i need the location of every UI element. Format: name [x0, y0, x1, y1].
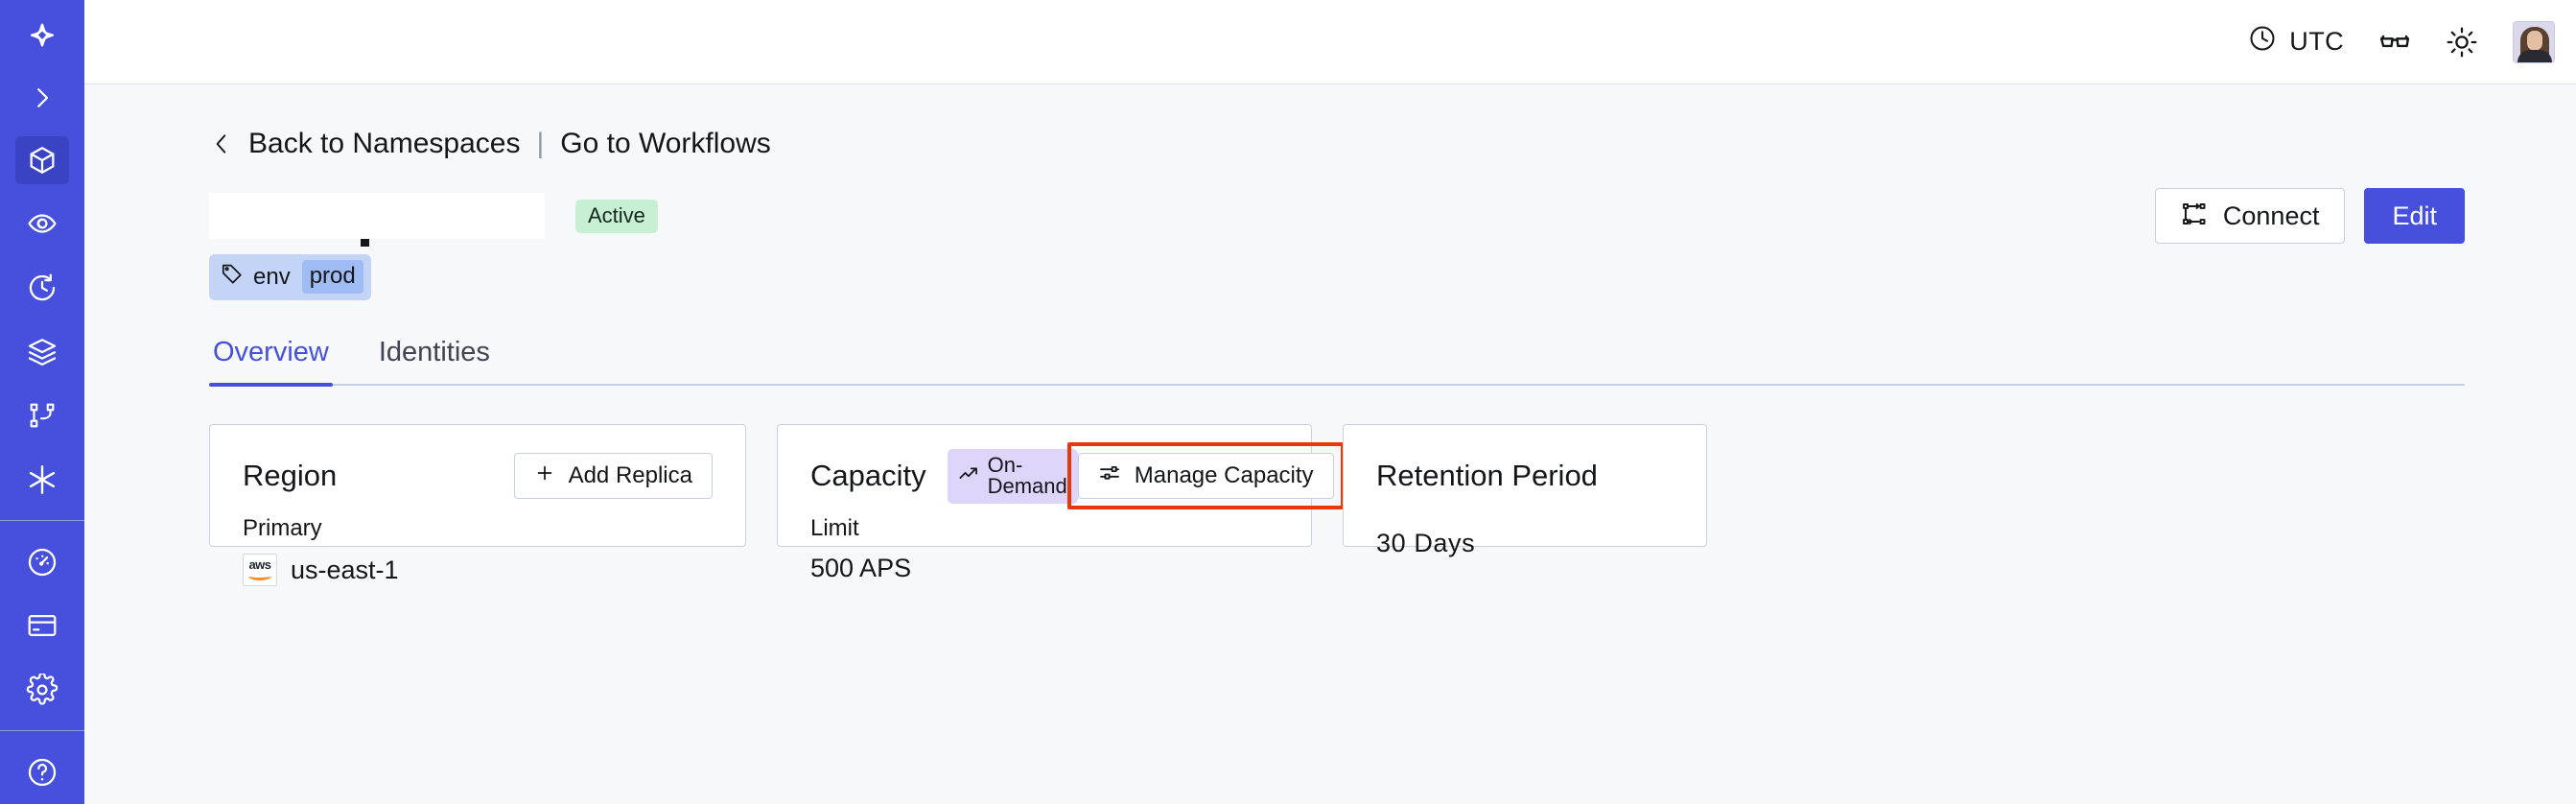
- aws-logo-text: aws: [248, 557, 271, 572]
- breadcrumb: Back to Namespaces | Go to Workflows: [209, 128, 2465, 160]
- capacity-limit-label: Limit: [810, 515, 859, 541]
- add-replica-button[interactable]: Add Replica: [513, 453, 713, 499]
- tag-key: env: [253, 263, 291, 290]
- capacity-card-title: Capacity: [810, 459, 926, 492]
- page-content: Back to Namespaces | Go to Workflows Act…: [84, 84, 2576, 804]
- on-demand-badge: On-Demand: [947, 448, 1078, 504]
- compass-star-icon: [15, 12, 69, 59]
- help-circle-icon: [15, 748, 69, 796]
- tab-bar: Overview Identities: [209, 337, 2465, 387]
- header-actions: Connect Edit: [2154, 188, 2465, 244]
- manage-capacity-label: Manage Capacity: [1134, 462, 1314, 488]
- plus-icon: [534, 462, 555, 490]
- sidebar-item-namespaces[interactable]: [0, 128, 84, 192]
- region-card-title: Region: [243, 459, 338, 492]
- capacity-limit-value: 500 APS: [810, 554, 1278, 583]
- manage-capacity-button[interactable]: Manage Capacity: [1077, 453, 1334, 499]
- sidebar: [0, 0, 84, 804]
- capacity-value-text: 500 APS: [810, 554, 912, 582]
- tag-chip-env[interactable]: env prod: [209, 254, 371, 300]
- capacity-card-actions: Manage Capacity: [1066, 442, 1345, 509]
- trending-up-icon: [958, 463, 979, 488]
- region-primary-value: aws us-east-1: [243, 554, 713, 586]
- tab-identities-label: Identities: [378, 337, 490, 367]
- region-card-actions: Add Replica: [513, 453, 713, 499]
- sidebar-item-usage[interactable]: [0, 530, 84, 594]
- git-branch-icon: [15, 391, 69, 439]
- main-region: UTC: [84, 0, 2576, 804]
- tag-icon: [221, 262, 244, 292]
- aws-logo-swoosh: [248, 572, 271, 580]
- sidebar-item-history[interactable]: [0, 256, 84, 320]
- region-card: Region Add Replica: [209, 424, 746, 586]
- avatar[interactable]: [2513, 20, 2555, 63]
- region-card-header: Region Add Replica: [243, 453, 713, 499]
- sidebar-item-settings[interactable]: [0, 658, 84, 722]
- tab-overview-label: Overview: [213, 337, 329, 367]
- capacity-card-header: Capacity On-Demand: [810, 442, 1345, 509]
- sidebar-divider-1: [0, 520, 84, 522]
- breadcrumb-workflows-link[interactable]: Go to Workflows: [560, 128, 771, 159]
- avatar-face: [2527, 30, 2542, 51]
- on-demand-badge-label: On-Demand: [987, 452, 1067, 498]
- top-bar-actions: UTC: [2248, 20, 2555, 63]
- manage-capacity-highlight: Manage Capacity: [1066, 442, 1345, 509]
- sidebar-expand-toggle[interactable]: [0, 68, 84, 129]
- cube-icon: [15, 135, 69, 184]
- edit-button[interactable]: Edit: [2364, 188, 2465, 244]
- page-title: [209, 193, 545, 247]
- tag-value: prod: [301, 260, 363, 294]
- timezone-label: UTC: [2289, 27, 2344, 56]
- sidebar-divider-2: [0, 730, 84, 732]
- sidebar-item-layers[interactable]: [0, 319, 84, 384]
- connect-button[interactable]: Connect: [2154, 188, 2346, 244]
- connect-flow-icon: [2181, 201, 2208, 232]
- clock-icon: [2248, 24, 2277, 59]
- sidebar-item-billing[interactable]: [0, 594, 84, 658]
- retention-card-header: Retention Period: [1376, 454, 1674, 498]
- overview-cards: Region Add Replica: [209, 424, 2465, 586]
- region-value-text: us-east-1: [291, 555, 399, 584]
- sliders-icon: [1098, 461, 1121, 491]
- sidebar-item-help[interactable]: [0, 740, 84, 804]
- retention-value-text: 30 Days: [1376, 529, 1476, 557]
- sidebar-item-logo[interactable]: [0, 4, 84, 68]
- edit-button-label: Edit: [2392, 201, 2437, 230]
- status-badge: Active: [575, 199, 658, 233]
- credit-card-icon: [15, 602, 69, 650]
- asterisk-icon: [15, 456, 69, 504]
- chevron-right-icon: [15, 74, 69, 122]
- glasses-icon[interactable]: [2378, 26, 2411, 59]
- chevron-left-icon[interactable]: [209, 130, 234, 158]
- connect-button-label: Connect: [2222, 201, 2320, 230]
- sidebar-item-observability[interactable]: [0, 192, 84, 256]
- sidebar-item-integrations[interactable]: [0, 448, 84, 512]
- aws-logo-icon: aws: [243, 554, 277, 586]
- title-caret-dot: [361, 239, 369, 247]
- sidebar-item-workflows[interactable]: [0, 384, 84, 448]
- avatar-body: [2517, 49, 2552, 62]
- layers-icon: [15, 328, 69, 376]
- retention-card: Retention Period 30 Days: [1343, 424, 1707, 557]
- sun-icon[interactable]: [2446, 26, 2478, 59]
- top-bar: UTC: [84, 0, 2576, 84]
- tag-list: env prod: [209, 254, 2465, 300]
- tab-identities[interactable]: Identities: [375, 337, 494, 384]
- breadcrumb-back-link[interactable]: Back to Namespaces: [248, 128, 521, 159]
- capacity-card: Capacity On-Demand: [777, 424, 1345, 582]
- breadcrumb-separator: |: [536, 128, 545, 159]
- clock-rewind-icon: [15, 264, 69, 312]
- retention-value: 30 Days: [1376, 529, 1674, 558]
- add-replica-label: Add Replica: [568, 462, 692, 488]
- eye-icon: [15, 200, 69, 248]
- retention-card-title: Retention Period: [1376, 459, 1598, 492]
- namespace-header: Active: [209, 188, 2465, 247]
- timezone-selector[interactable]: UTC: [2248, 24, 2344, 59]
- gear-icon: [15, 666, 69, 714]
- region-primary-label: Primary: [243, 515, 322, 541]
- gauge-icon: [15, 538, 69, 586]
- tab-overview[interactable]: Overview: [209, 337, 333, 387]
